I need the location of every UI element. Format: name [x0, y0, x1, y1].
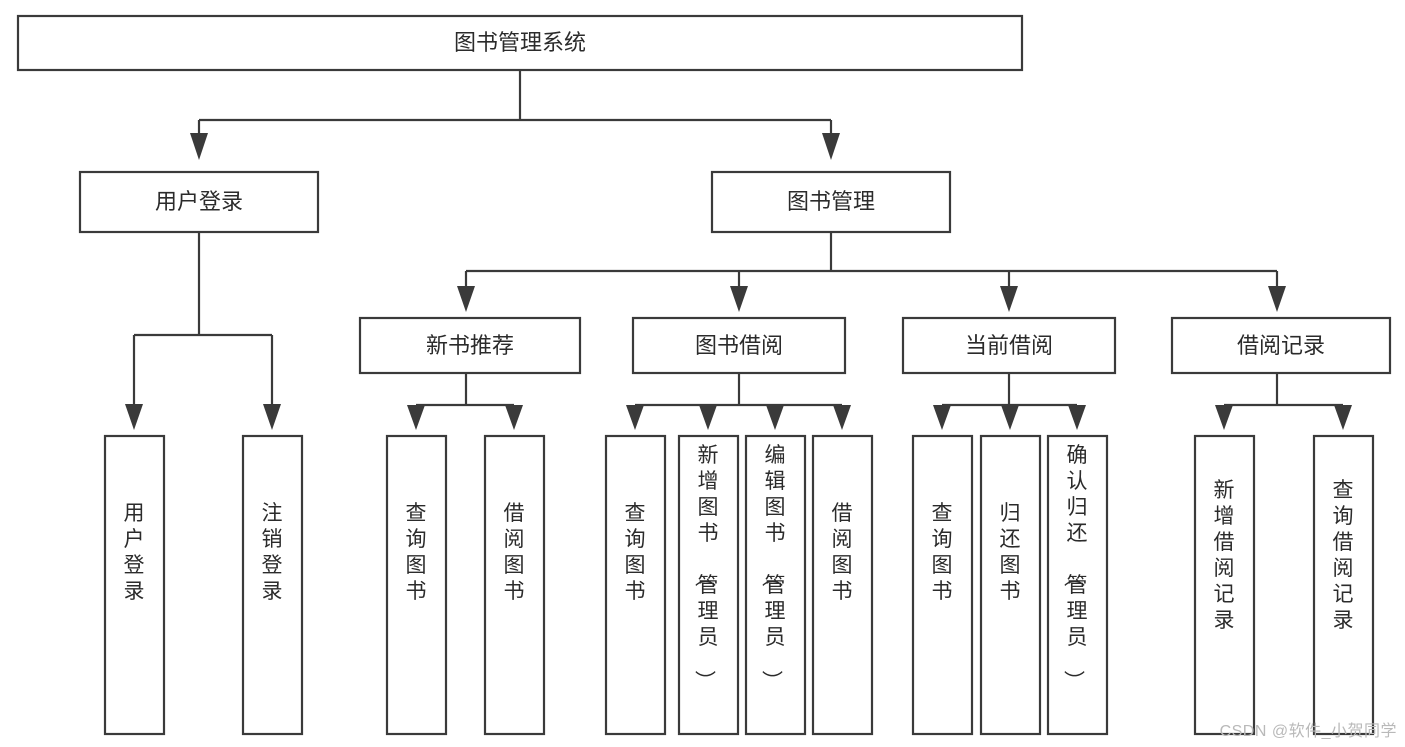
- arrow-head-leaf-query-book-3: [933, 405, 951, 430]
- node-leaf-query-record[interactable]: 查询借阅记录: [1312, 434, 1375, 736]
- node-leaf-edit-book[interactable]: 编辑图书（管理员）: [744, 434, 807, 736]
- arrow-head-leaf-query-record: [1334, 405, 1352, 430]
- node-current-borrow-box[interactable]: [901, 316, 1117, 375]
- node-leaf-query-book-1[interactable]: 查询图书: [385, 434, 448, 736]
- arrow-head-leaf-add-book: [699, 405, 717, 430]
- node-leaf-query-record-box[interactable]: [1312, 434, 1375, 736]
- node-leaf-query-book-2[interactable]: 查询图书: [604, 434, 667, 736]
- arrow-head-leaf-add-record: [1215, 405, 1233, 430]
- node-leaf-query-book-3[interactable]: 查询图书: [911, 434, 974, 736]
- node-leaf-user-login-label: 用户登录: [124, 502, 145, 603]
- node-user-login-box[interactable]: [78, 170, 320, 234]
- node-leaf-add-record-box[interactable]: [1193, 434, 1256, 736]
- node-book-borrow[interactable]: 图书借阅: [631, 316, 847, 375]
- node-new-book-rec-label: 新书推荐: [426, 333, 514, 358]
- node-leaf-add-book-label: 新增图书（管理员）: [693, 444, 719, 691]
- arrow-head-new-book-rec: [457, 286, 475, 312]
- arrow-head-leaf-confirm-return: [1068, 405, 1086, 430]
- node-leaf-borrow-book-2-label: 借阅图书: [832, 502, 853, 603]
- node-leaf-return-book-label: 归还图书: [1000, 502, 1021, 603]
- arrow-head-book-borrow: [730, 286, 748, 312]
- node-leaf-query-book-3-box[interactable]: [911, 434, 974, 736]
- csdn-watermark: CSDN @软件_小贺同学: [1219, 723, 1397, 740]
- node-leaf-query-book-3-label: 查询图书: [932, 502, 953, 603]
- connector-group-current-borrow: [933, 373, 1086, 430]
- node-leaf-edit-book-label: 编辑图书（管理员）: [760, 444, 786, 691]
- node-current-borrow-label: 当前借阅: [965, 333, 1053, 358]
- node-leaf-user-login-box[interactable]: [103, 434, 166, 736]
- node-leaf-add-record-label: 新增借阅记录: [1214, 479, 1235, 632]
- node-user-login-label: 用户登录: [155, 189, 243, 214]
- node-leaf-borrow-book-1-label: 借阅图书: [504, 502, 525, 603]
- node-borrow-record[interactable]: 借阅记录: [1170, 316, 1392, 375]
- node-user-login[interactable]: 用户登录: [78, 170, 320, 234]
- node-leaf-logout[interactable]: 注销登录: [241, 434, 304, 736]
- arrow-head-leaf-query-book-2: [626, 405, 644, 430]
- node-borrow-record-box[interactable]: [1170, 316, 1392, 375]
- node-book-manage-label: 图书管理: [787, 189, 875, 214]
- node-new-book-rec-box[interactable]: [358, 316, 582, 375]
- connector-group-borrow-record: [1215, 373, 1352, 430]
- arrow-head-current-borrow: [1000, 286, 1018, 312]
- node-leaf-borrow-book-2-box[interactable]: [811, 434, 874, 736]
- node-leaf-borrow-book-1-box[interactable]: [483, 434, 546, 736]
- arrow-head-book-manage: [822, 133, 840, 160]
- arrow-head-leaf-return-book: [1001, 405, 1019, 430]
- node-leaf-confirm-return-box[interactable]: [1046, 434, 1109, 736]
- arrow-head-user-login: [190, 133, 208, 160]
- node-leaf-borrow-book-1[interactable]: 借阅图书: [483, 434, 546, 736]
- arrow-head-leaf-user-login: [125, 404, 143, 430]
- node-leaf-add-record[interactable]: 新增借阅记录: [1193, 434, 1256, 736]
- node-leaf-confirm-return[interactable]: 确认归还（管理员）: [1046, 434, 1109, 736]
- node-leaf-user-login[interactable]: 用户登录: [103, 434, 166, 736]
- node-leaf-query-record-label: 查询借阅记录: [1333, 479, 1354, 632]
- node-root-box[interactable]: [16, 14, 1024, 72]
- node-leaf-query-book-2-label: 查询图书: [625, 502, 646, 603]
- node-current-borrow[interactable]: 当前借阅: [901, 316, 1117, 375]
- connector-group-book-borrow: [626, 373, 851, 430]
- node-leaf-borrow-book-2[interactable]: 借阅图书: [811, 434, 874, 736]
- node-leaf-add-book-box[interactable]: [677, 434, 740, 736]
- node-leaf-confirm-return-label: 确认归还（管理员）: [1062, 444, 1088, 691]
- node-leaf-query-book-1-label: 查询图书: [406, 502, 427, 603]
- connector-group-root: [190, 70, 840, 160]
- arrow-head-leaf-edit-book: [766, 405, 784, 430]
- connector-group-book-manage: [457, 232, 1286, 312]
- arrow-head-leaf-borrow-book-1: [505, 405, 523, 430]
- node-root[interactable]: 图书管理系统: [16, 14, 1024, 72]
- connector-group-user-login: [125, 232, 281, 430]
- node-leaf-logout-box[interactable]: [241, 434, 304, 736]
- node-leaf-query-book-1-box[interactable]: [385, 434, 448, 736]
- node-book-borrow-box[interactable]: [631, 316, 847, 375]
- arrow-head-borrow-record: [1268, 286, 1286, 312]
- node-borrow-record-label: 借阅记录: [1237, 333, 1325, 358]
- arrow-head-leaf-logout: [263, 404, 281, 430]
- node-leaf-return-book-box[interactable]: [979, 434, 1042, 736]
- node-leaf-add-book[interactable]: 新增图书（管理员）: [677, 434, 740, 736]
- node-new-book-rec[interactable]: 新书推荐: [358, 316, 582, 375]
- node-root-label: 图书管理系统: [454, 30, 586, 55]
- node-leaf-query-book-2-box[interactable]: [604, 434, 667, 736]
- connector-group-new-book-rec: [407, 373, 523, 430]
- node-leaf-edit-book-box[interactable]: [744, 434, 807, 736]
- arrow-head-leaf-borrow-book-2: [833, 405, 851, 430]
- node-book-manage-box[interactable]: [710, 170, 952, 234]
- node-leaf-return-book[interactable]: 归还图书: [979, 434, 1042, 736]
- arrow-head-leaf-query-book-1: [407, 405, 425, 430]
- node-book-manage[interactable]: 图书管理: [710, 170, 952, 234]
- node-book-borrow-label: 图书借阅: [695, 333, 783, 358]
- node-leaf-logout-label: 注销登录: [262, 502, 283, 603]
